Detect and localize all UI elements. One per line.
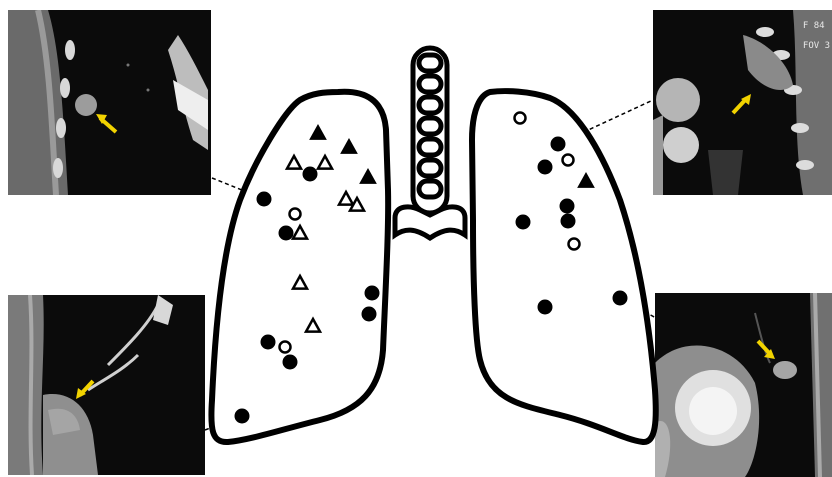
filled-circle-marker [516,215,530,229]
filled-circle-marker [560,199,574,213]
open-circle-marker [280,342,291,353]
filled-circle-marker [279,226,293,240]
filled-circle-marker [261,335,275,349]
open-circle-marker [515,113,526,124]
open-circle-marker [563,155,574,166]
filled-circle-marker [561,214,575,228]
filled-circle-marker [362,307,376,321]
right-lung-outline [211,92,388,442]
filled-circle-marker [303,167,317,181]
trachea-outline [395,48,465,238]
filled-circle-marker [538,160,552,174]
filled-circle-marker [551,137,565,151]
filled-circle-marker [613,291,627,305]
filled-circle-marker [283,355,297,369]
filled-circle-marker [365,286,379,300]
filled-circle-marker [538,300,552,314]
filled-circle-marker [235,409,249,423]
open-circle-marker [569,239,580,250]
filled-circle-marker [257,192,271,206]
open-circle-marker [290,209,301,220]
